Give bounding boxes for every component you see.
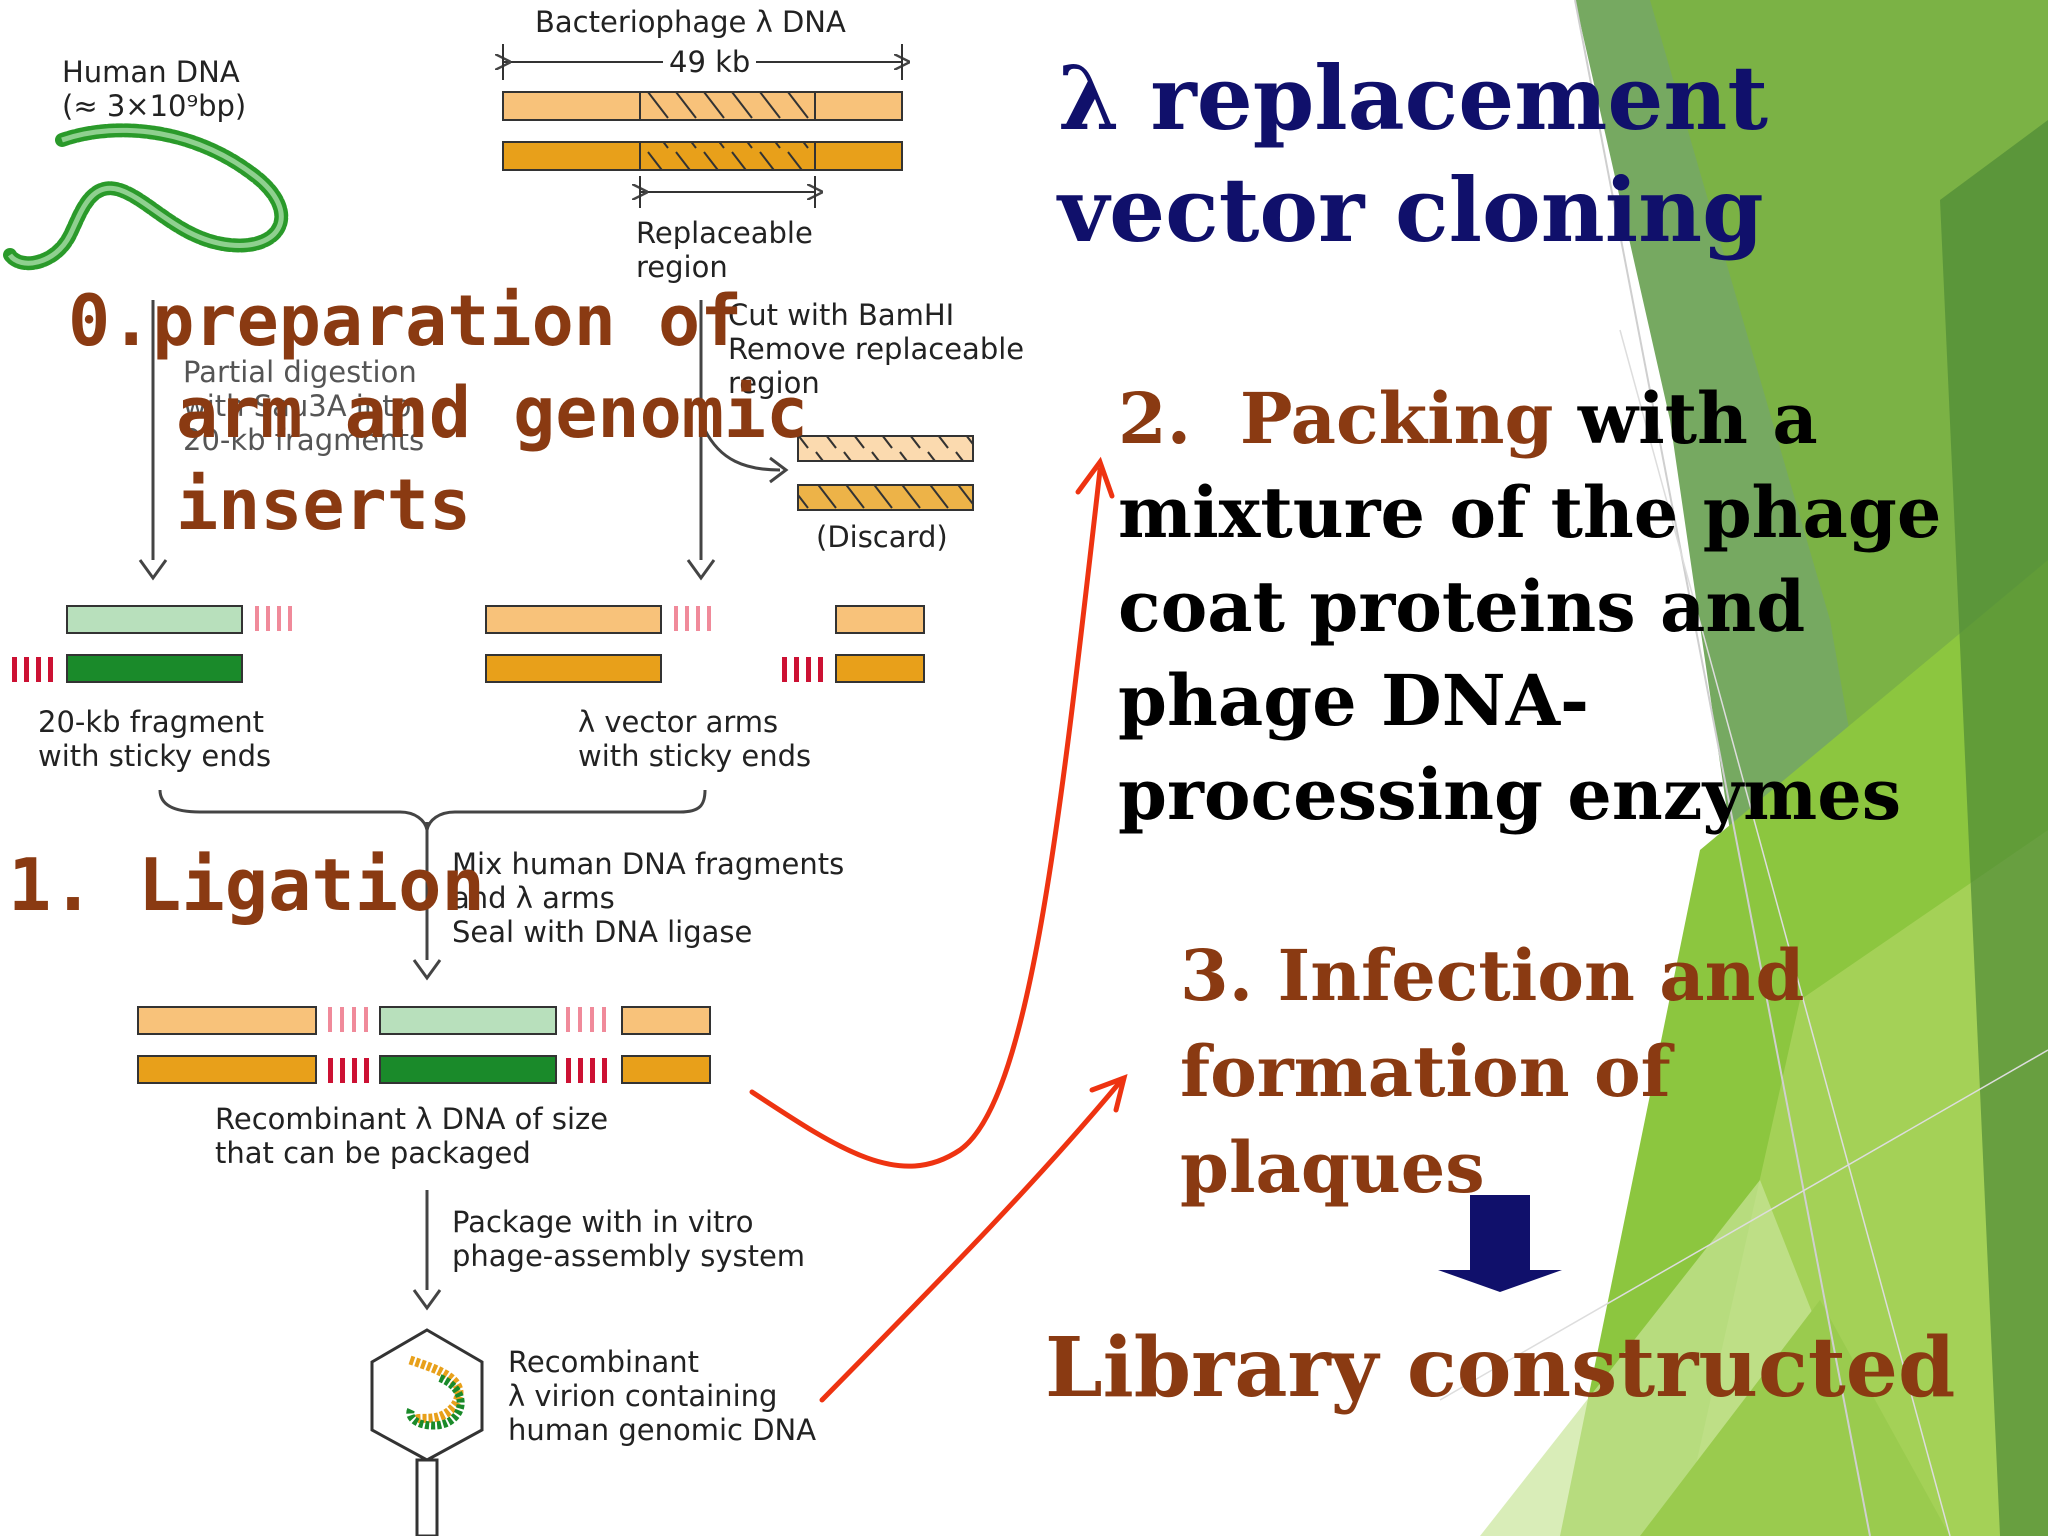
- human-dna-coil-inner: [7, 127, 284, 266]
- discard-label: (Discard): [816, 520, 948, 554]
- green-background-decoration: [1439, 0, 2048, 1536]
- recombinant-dna: [137, 1006, 711, 1084]
- process-arrows: [138, 300, 789, 1311]
- library-constructed-text: Library constructed: [1045, 1320, 1956, 1416]
- genomic-fragment: [12, 605, 292, 683]
- step2-text: 2. Packing with a mixture of the phage c…: [1118, 377, 1942, 836]
- size-label: 49 kb: [663, 45, 757, 79]
- red-arrows: [749, 456, 1128, 1403]
- slide-title: λ replacement vector cloning: [1058, 46, 1768, 262]
- phage-dna-label: Bacteriophage λ DNA: [535, 5, 846, 39]
- discard-fragments: [797, 435, 974, 511]
- result-down-arrow: [1438, 1195, 1562, 1292]
- vector-arms: [485, 605, 925, 683]
- human-dna-label: Human DNA(≈ 3×10⁹bp): [62, 55, 247, 123]
- step3-text: 3. Infection and formation of plaques: [1180, 934, 1805, 1209]
- recombinant-virion: [370, 1328, 484, 1536]
- step0-annotation: 0.preparation of arm and genomic inserts: [68, 280, 809, 546]
- step1-annotation: 1. Ligation: [8, 843, 485, 927]
